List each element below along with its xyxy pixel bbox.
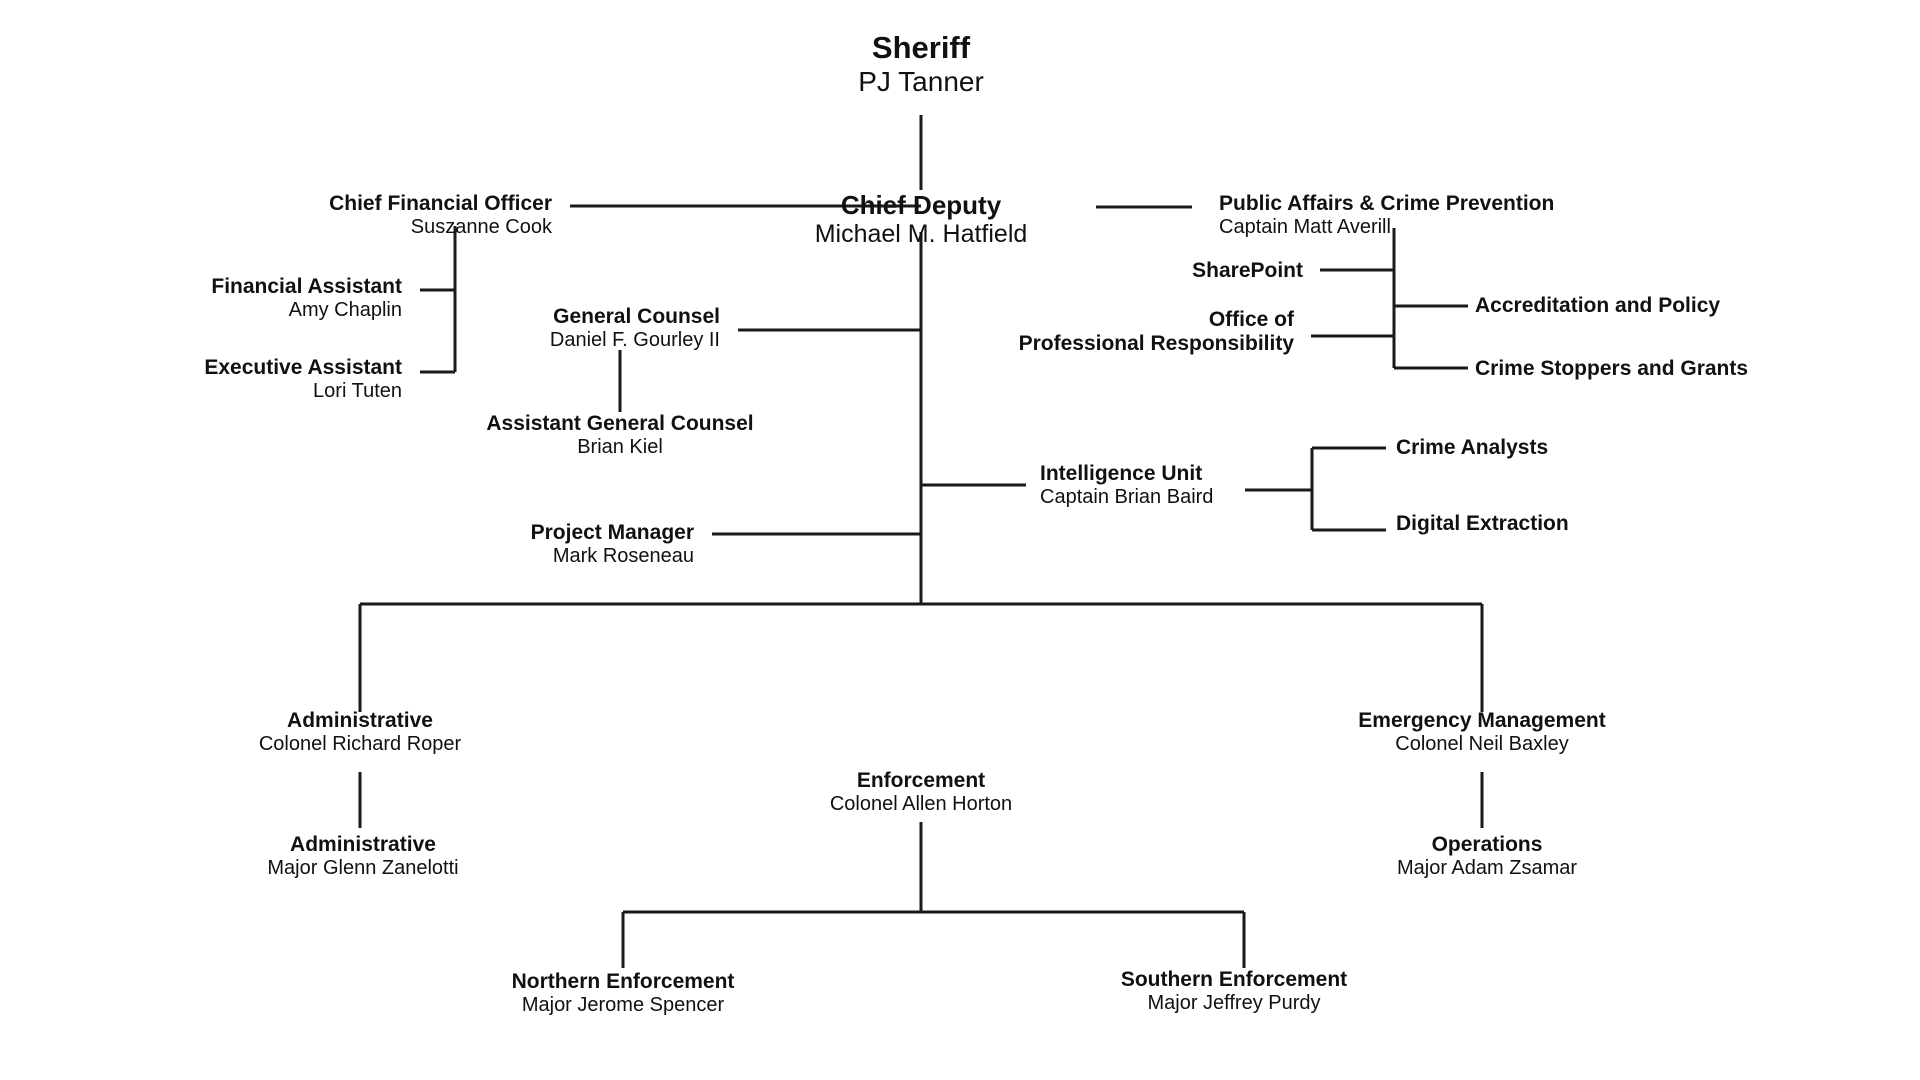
node-cfo-title: Chief Financial Officer xyxy=(329,192,552,215)
node-office-of-professional-responsibility[interactable]: Office of Professional Responsibility xyxy=(1019,308,1294,357)
node-sheriff-title: Sheriff xyxy=(871,30,971,65)
node-digital-extraction[interactable]: Digital Extraction xyxy=(1396,512,1569,536)
node-public-affairs-person: Captain Matt Averill xyxy=(1219,216,1391,239)
node-accreditation-and-policy[interactable]: Accreditation and Policy xyxy=(1475,294,1720,318)
node-crime-stoppers-title: Crime Stoppers and Grants xyxy=(1475,357,1749,380)
node-southern-enforcement-person: Major Jeffrey Purdy xyxy=(1147,992,1321,1015)
node-emergency-management-person: Colonel Neil Baxley xyxy=(1395,733,1569,756)
node-administrative-major-title: Administrative xyxy=(290,833,436,856)
node-public-affairs-title: Public Affairs & Crime Prevention xyxy=(1219,192,1555,215)
node-project-manager[interactable]: Project Manager Mark Roseneau xyxy=(531,521,694,569)
node-northern-enforcement-title: Northern Enforcement xyxy=(511,970,735,993)
node-executive-assistant[interactable]: Executive Assistant Lori Tuten xyxy=(204,356,402,404)
node-opr-title-line2: Professional Responsibility xyxy=(1018,332,1294,356)
node-administrative-colonel-person: Colonel Richard Roper xyxy=(258,733,462,756)
node-southern-enforcement-title: Southern Enforcement xyxy=(1120,968,1348,991)
node-emergency-management-title: Emergency Management xyxy=(1358,709,1606,732)
node-sheriff[interactable]: Sheriff PJ Tanner xyxy=(858,30,984,98)
node-intelligence-unit-person: Captain Brian Baird xyxy=(1040,486,1214,509)
node-enforcement-person: Colonel Allen Horton xyxy=(829,793,1013,816)
node-sheriff-person: PJ Tanner xyxy=(858,65,984,97)
node-general-counsel[interactable]: General Counsel Daniel F. Gourley II xyxy=(550,305,720,353)
node-crime-stoppers-and-grants[interactable]: Crime Stoppers and Grants xyxy=(1475,357,1748,381)
node-financial-assistant[interactable]: Financial Assistant Amy Chaplin xyxy=(211,275,402,323)
node-southern-enforcement[interactable]: Southern Enforcement Major Jeffrey Purdy xyxy=(1121,968,1347,1016)
node-financial-assistant-person: Amy Chaplin xyxy=(288,299,402,322)
node-enforcement[interactable]: Enforcement Colonel Allen Horton xyxy=(830,769,1012,817)
node-chief-deputy-person: Michael M. Hatfield xyxy=(814,220,1028,249)
node-chief-financial-officer[interactable]: Chief Financial Officer Suszanne Cook xyxy=(329,192,552,240)
node-sharepoint-title: SharePoint xyxy=(1192,259,1303,282)
node-intelligence-unit-title: Intelligence Unit xyxy=(1040,462,1203,485)
node-operations-title: Operations xyxy=(1431,833,1543,856)
node-executive-assistant-title: Executive Assistant xyxy=(204,356,402,379)
node-assistant-general-counsel[interactable]: Assistant General Counsel Brian Kiel xyxy=(486,412,753,460)
node-general-counsel-title: General Counsel xyxy=(553,305,720,328)
node-public-affairs[interactable]: Public Affairs & Crime Prevention Captai… xyxy=(1219,192,1554,240)
node-crime-analysts[interactable]: Crime Analysts xyxy=(1396,436,1548,460)
node-administrative-major[interactable]: Administrative Major Glenn Zanelotti xyxy=(267,833,458,881)
node-emergency-management[interactable]: Emergency Management Colonel Neil Baxley xyxy=(1358,709,1605,757)
node-financial-assistant-title: Financial Assistant xyxy=(211,275,402,298)
node-assistant-general-counsel-title: Assistant General Counsel xyxy=(486,412,754,435)
node-crime-analysts-title: Crime Analysts xyxy=(1396,436,1549,459)
node-administrative-major-person: Major Glenn Zanelotti xyxy=(267,857,459,880)
node-project-manager-title: Project Manager xyxy=(530,521,694,544)
node-executive-assistant-person: Lori Tuten xyxy=(313,380,402,403)
node-assistant-general-counsel-person: Brian Kiel xyxy=(577,436,663,459)
node-sharepoint[interactable]: SharePoint xyxy=(1192,259,1303,283)
node-enforcement-title: Enforcement xyxy=(856,769,986,792)
node-administrative-colonel[interactable]: Administrative Colonel Richard Roper xyxy=(259,709,461,757)
node-operations-person: Major Adam Zsamar xyxy=(1396,857,1578,880)
node-intelligence-unit[interactable]: Intelligence Unit Captain Brian Baird xyxy=(1040,462,1213,510)
node-operations[interactable]: Operations Major Adam Zsamar xyxy=(1397,833,1577,881)
node-opr-title-line1: Office of xyxy=(1208,308,1294,331)
node-northern-enforcement[interactable]: Northern Enforcement Major Jerome Spence… xyxy=(512,970,735,1018)
node-accreditation-title: Accreditation and Policy xyxy=(1475,294,1721,317)
node-general-counsel-person: Daniel F. Gourley II xyxy=(549,329,720,352)
node-project-manager-person: Mark Roseneau xyxy=(552,545,694,568)
node-chief-deputy-title: Chief Deputy xyxy=(840,190,1002,220)
node-northern-enforcement-person: Major Jerome Spencer xyxy=(521,994,725,1017)
node-chief-deputy[interactable]: Chief Deputy Michael M. Hatfield xyxy=(815,190,1028,249)
node-cfo-person: Suszanne Cook xyxy=(410,216,552,239)
node-administrative-colonel-title: Administrative xyxy=(287,709,433,732)
node-digital-extraction-title: Digital Extraction xyxy=(1396,512,1569,535)
